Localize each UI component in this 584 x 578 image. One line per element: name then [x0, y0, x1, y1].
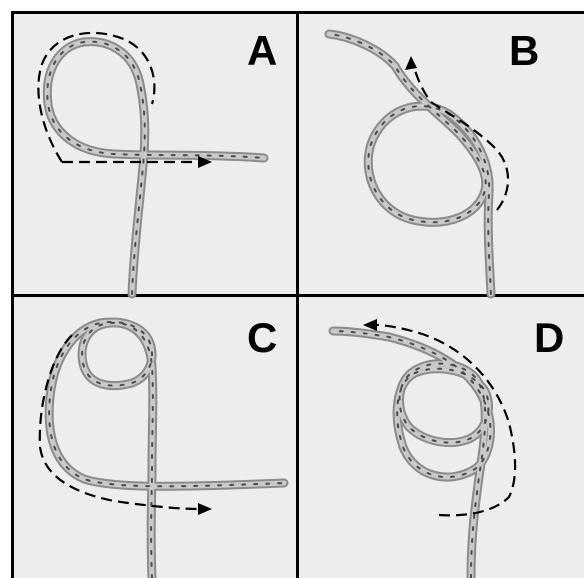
- panel-d: D: [299, 297, 584, 578]
- panel-b-rope-illustration: [299, 14, 584, 294]
- panel-c: C: [14, 297, 296, 578]
- panel-a-label: A: [247, 30, 277, 72]
- rope: [47, 42, 264, 294]
- panel-a: A: [14, 14, 296, 294]
- rope: [329, 34, 491, 294]
- panel-c-label: C: [247, 317, 277, 359]
- rope: [333, 331, 490, 578]
- panel-b-label: B: [509, 30, 539, 72]
- panel-a-guide-line: [38, 33, 154, 162]
- panel-b: B: [299, 14, 584, 294]
- direction-arrow-icon: [405, 56, 417, 70]
- direction-arrow-icon: [198, 503, 212, 515]
- panel-d-label: D: [534, 317, 564, 359]
